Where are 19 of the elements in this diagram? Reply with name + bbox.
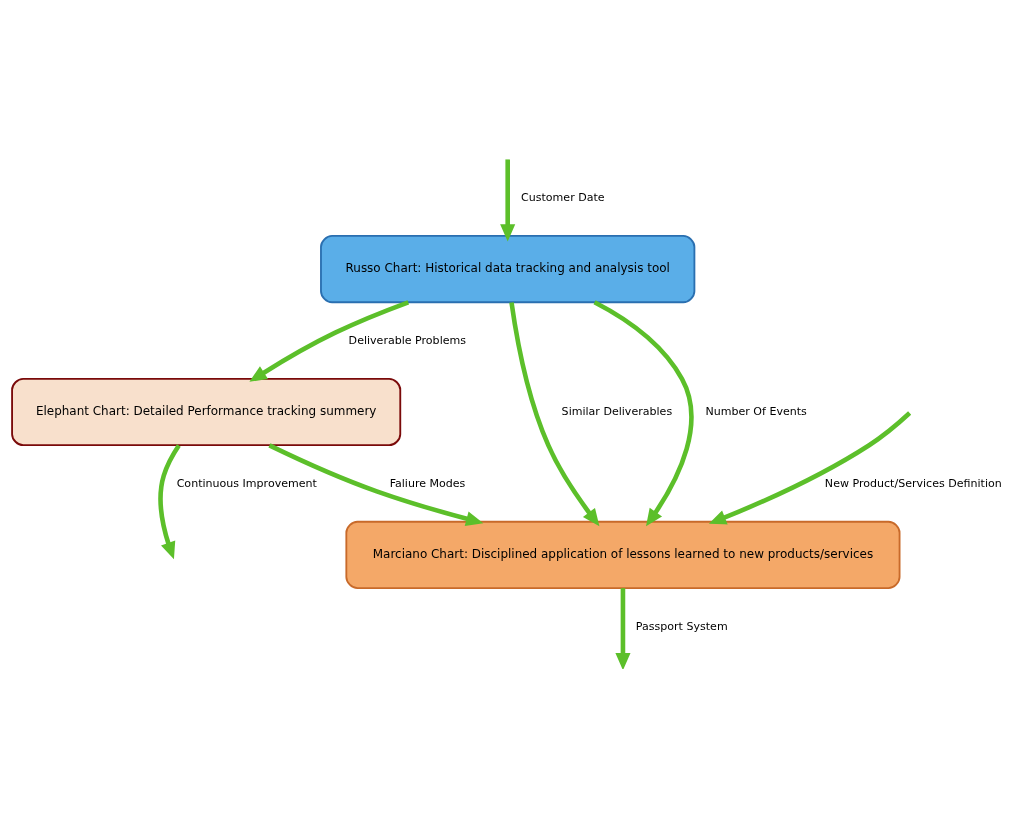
arrow xyxy=(593,299,694,526)
arrow xyxy=(500,158,516,242)
edge-label: Similar Deliverables xyxy=(561,404,673,418)
edge-label: Continuous Improvement xyxy=(176,476,317,490)
edge-label: Number Of Events xyxy=(705,404,807,418)
edge-label: Faliure Modes xyxy=(389,476,466,490)
node-box: Marciano Chart: Disciplined application of lessons learned to new products/services xyxy=(345,520,901,589)
node-box: Russo Chart: Historical data tracking and analysis tool xyxy=(320,234,696,303)
arrow xyxy=(615,587,631,669)
arrow xyxy=(268,442,484,526)
edge-label: Deliverable Problems xyxy=(348,333,467,347)
edge-label: New Product/Services Definition xyxy=(824,476,1002,490)
arrow xyxy=(509,301,600,526)
edge-label: Customer Date xyxy=(521,190,605,204)
edge-label: Passport System xyxy=(635,619,728,633)
arrow xyxy=(249,299,410,382)
arrow xyxy=(158,443,181,559)
node-box: Elephant Chart: Detailed Performance tracking summery xyxy=(11,377,402,446)
arrow xyxy=(708,410,912,524)
